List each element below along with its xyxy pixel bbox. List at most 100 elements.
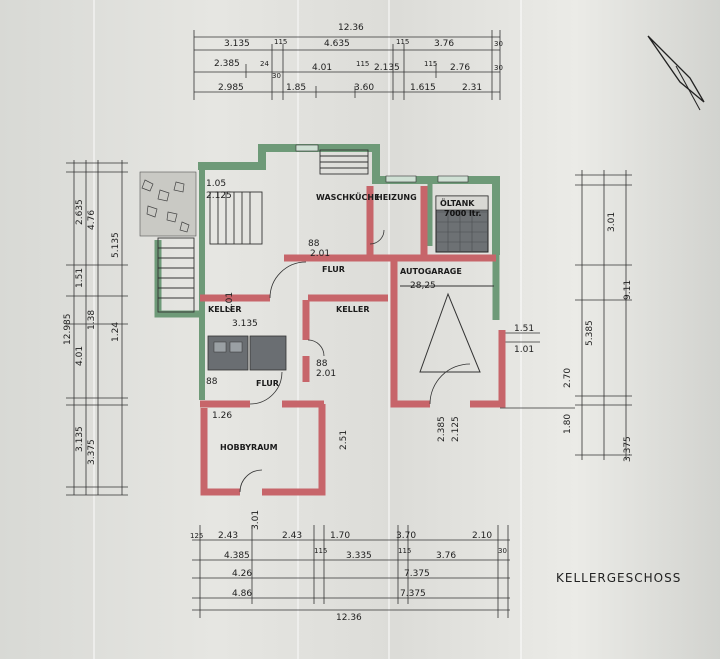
dim-right-opening-a: 1.51: [514, 324, 534, 334]
dim-bot-r4-a: 4.86: [232, 589, 252, 599]
north-arrow-icon: [647, 35, 705, 111]
dim-top-r1-e: 3.76: [434, 39, 454, 49]
paper-fold: [297, 0, 299, 659]
dim-top-r3-a: 2.985: [218, 83, 244, 93]
door-dim: 2.01: [225, 292, 235, 312]
dim-left-inner-e: 3.375: [87, 439, 97, 465]
door-dim: 2.125: [451, 416, 461, 442]
light-well: [139, 171, 197, 237]
dim-top-r3-e: 2.31: [462, 83, 482, 93]
dim-bot-r2-e: 3.76: [436, 551, 456, 561]
dim-bot-r4-b: 7.375: [400, 589, 426, 599]
dim-left-inner-d: 1.38: [87, 310, 97, 330]
dim-bot-r1-e: 1.70: [330, 531, 350, 541]
label-flur-top: FLUR: [322, 265, 345, 274]
dim-bot-r2-d: 115: [398, 547, 411, 555]
oil-tank: [435, 195, 489, 253]
dim-top-r2-c: 30: [272, 72, 281, 80]
door-swings: [239, 229, 471, 493]
dim-top-r2-i: 30: [494, 64, 503, 72]
dim-top-r1-b: 115: [274, 38, 287, 46]
dim-left-inner-a: 4.76: [87, 210, 97, 230]
right-dimension-chains: [500, 170, 632, 460]
washroom-fixtures: [207, 335, 287, 371]
dim-bot-r2-b: 115: [314, 547, 327, 555]
dim-top-r1-f: 30: [494, 40, 503, 48]
dim-top-r2-d: 4.01: [312, 63, 332, 73]
paper-fold: [388, 0, 390, 659]
dim-bot-r1-b: 2.43: [218, 531, 238, 541]
interior-walls: [200, 186, 506, 496]
label-autogarage-area: 28,25: [410, 281, 436, 291]
label-keller-left: KELLER: [208, 305, 241, 314]
label-waschkueche: WASCHKÜCHE: [316, 192, 380, 202]
top-dimension-labels: 12.36 3.135 115 4.635 115 3.76 30 2.385 …: [214, 23, 503, 93]
dim-left-total: 12.985: [63, 314, 73, 346]
door-dim: 2.01: [310, 249, 330, 259]
dim-bot-total: 12.36: [336, 613, 362, 623]
label-keller-left-area: 3.135: [232, 319, 258, 329]
dim-left-seg-b: 1.51: [75, 268, 85, 288]
dim-top-r2-g: 115: [424, 60, 437, 68]
dim-top-r3-b: 1.85: [286, 83, 306, 93]
dim-left-seg-a: 2.635: [75, 199, 85, 225]
room-labels: WASCHKÜCHE HEIZUNG ÖLTANK 7000 ltr. FLUR…: [208, 192, 481, 452]
dim-right-total: 9.11: [623, 280, 633, 300]
door-dim: 1.26: [212, 411, 232, 421]
dim-top-r2-e: 115: [356, 60, 369, 68]
garage-car-symbol: [400, 285, 494, 373]
windows: [295, 144, 469, 183]
dim-top-r3-d: 1.615: [410, 83, 436, 93]
label-oeltank: ÖLTANK: [440, 198, 475, 208]
door-dim: 2.385: [437, 416, 447, 442]
dim-bot-r1-c: 3.01: [251, 510, 261, 530]
dim-right-inner-c: 2.70: [563, 368, 573, 388]
dim-bot-r2-a: 4.385: [224, 551, 250, 561]
dim-bot-r1-a: 125: [190, 532, 203, 540]
door-dim: 2.01: [316, 369, 336, 379]
left-dimension-labels: 12.985 2.635 1.51 4.01 3.135 4.76 5.135 …: [63, 199, 121, 465]
label-heizung: HEIZUNG: [376, 193, 417, 202]
dim-top-r2-b: 24: [260, 60, 269, 68]
dim-right-inner-d: 1.80: [563, 414, 573, 434]
label-flur-bottom: FLUR: [256, 379, 279, 388]
dim-right-opening-b: 1.01: [514, 345, 534, 355]
door-dim: 1.05: [206, 179, 226, 189]
door-dim: 2.51: [339, 430, 349, 450]
label-tank-volume: 7000 ltr.: [444, 209, 481, 218]
dim-left-seg-c: 4.01: [75, 346, 85, 366]
dim-bot-r2-c: 3.335: [346, 551, 372, 561]
bottom-dimension-chains: [192, 525, 510, 618]
label-hobbyraum: HOBBYRAUM: [220, 443, 278, 452]
dim-left-inner-c: 1.24: [111, 322, 121, 342]
door-dim: 88: [206, 377, 218, 387]
dim-top-r2-f: 2.135: [374, 63, 400, 73]
label-autogarage: AUTOGARAGE: [400, 267, 462, 276]
dim-bot-r2-f: 30: [498, 547, 507, 555]
paper-fold: [520, 0, 522, 659]
dim-top-total: 12.36: [338, 23, 364, 33]
bottom-dimension-labels: 125 2.43 3.01 2.43 1.70 3.70 2.10 4.385 …: [190, 510, 507, 623]
dim-top-r1-d: 115: [396, 38, 409, 46]
top-dimension-chains: [193, 30, 501, 100]
dim-bot-r1-f: 3.70: [396, 531, 416, 541]
label-keller-mid: KELLER: [336, 305, 369, 314]
stairs: [157, 149, 369, 313]
door-dim: 2.125: [206, 191, 232, 201]
dim-top-r1-c: 4.635: [324, 39, 350, 49]
dim-left-inner-b: 5.135: [111, 232, 121, 258]
dim-right-inner-b: 5.385: [585, 320, 595, 346]
dim-bot-r3-b: 7.375: [404, 569, 430, 579]
dim-bot-r1-g: 2.10: [472, 531, 492, 541]
door-dimension-labels: 1.05 2.125 88 2.01 88 2.01 2.01 1.26 2.5…: [206, 179, 461, 450]
dim-bot-r3-a: 4.26: [232, 569, 252, 579]
dim-bot-r1-d: 2.43: [282, 531, 302, 541]
right-dimension-labels: 9.11 3.01 5.385 2.70 1.80 3.375 1.51 1.0…: [514, 212, 633, 462]
door-dim: 88: [316, 359, 328, 369]
door-dim: 88: [308, 239, 320, 249]
dim-right-inner-a: 3.01: [607, 212, 617, 232]
left-dimension-chains: [66, 160, 128, 496]
dim-top-r2-h: 2.76: [450, 63, 470, 73]
